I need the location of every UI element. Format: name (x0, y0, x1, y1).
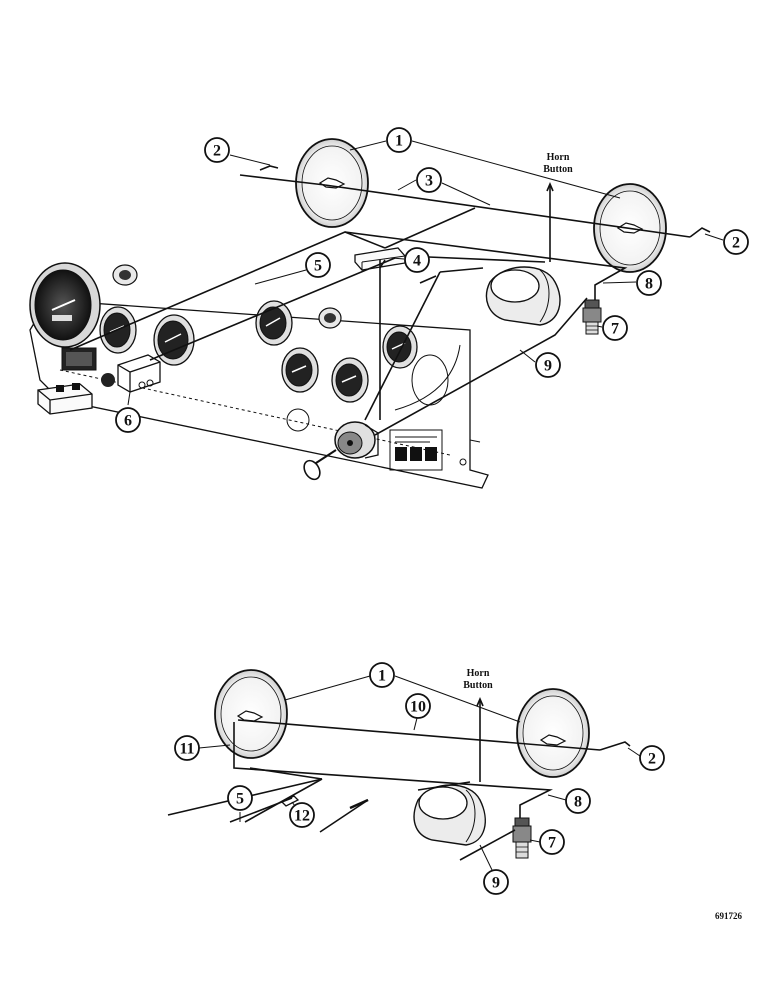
svg-text:7: 7 (611, 321, 619, 338)
horn-label-line2: Button (543, 164, 573, 175)
warning-lamp-1 (112, 264, 138, 286)
top-figure: Horn Button 1 2 2 3 4 5 6 7 8 9 (29, 127, 749, 489)
svg-text:1: 1 (378, 668, 386, 685)
bottom-figure: Horn Button 1 2 5 7 8 9 10 11 12 (167, 662, 665, 895)
svg-text:12: 12 (294, 808, 310, 825)
top-wiring (69, 165, 711, 436)
svg-text:9: 9 (492, 875, 500, 892)
callout-9: 9 (535, 352, 561, 378)
svg-text:2: 2 (648, 751, 656, 768)
callout-8: 8 (636, 270, 662, 296)
top-leader-lines (127, 140, 724, 406)
callout-10: 10 (405, 693, 431, 719)
svg-text:1: 1 (395, 133, 403, 150)
callout-1: 1 (386, 127, 412, 153)
horn-left-bottom (214, 669, 288, 759)
svg-text:3: 3 (425, 173, 433, 190)
horn-button-bottom (413, 784, 486, 846)
svg-text:5: 5 (314, 258, 322, 275)
horn-label-bottom-line1: Horn (467, 668, 490, 679)
callout-2: 2 (639, 745, 665, 771)
svg-text:11: 11 (179, 741, 194, 758)
small-gauge-6 (382, 325, 418, 369)
warning-lamp-2 (318, 307, 342, 329)
callout-6: 6 (115, 407, 141, 433)
callout-7: 7 (602, 315, 628, 341)
speedometer-gauge (29, 262, 101, 348)
horn-switch-sender-bottom (512, 817, 532, 859)
svg-text:2: 2 (213, 143, 221, 160)
battery (37, 383, 93, 415)
svg-text:4: 4 (413, 253, 421, 270)
horn-relay (101, 354, 161, 393)
svg-text:7: 7 (548, 835, 556, 852)
panel-plate-left (61, 347, 97, 371)
small-gauge-4 (281, 347, 319, 393)
callout-5: 5 (305, 252, 331, 278)
callout-1: 1 (369, 662, 395, 688)
callout-8: 8 (565, 788, 591, 814)
horn-label-bottom-line2: Button (463, 680, 493, 691)
bottom-leader-lines (198, 675, 641, 873)
svg-text:8: 8 (645, 276, 653, 293)
callout-3: 3 (416, 167, 442, 193)
ignition-key (303, 449, 337, 481)
callout-12: 12 (289, 802, 315, 828)
small-gauge-2 (153, 314, 195, 366)
svg-text:2: 2 (732, 235, 740, 252)
callout-9: 9 (483, 869, 509, 895)
callout-11: 11 (174, 735, 200, 761)
callout-2: 2 (204, 137, 230, 163)
callout-4: 4 (404, 247, 430, 273)
horn-button (485, 266, 561, 326)
horn-label-line1: Horn (547, 152, 570, 163)
svg-text:8: 8 (574, 794, 582, 811)
svg-text:6: 6 (124, 413, 132, 430)
svg-text:10: 10 (410, 699, 426, 716)
small-gauge-5 (331, 357, 369, 403)
callout-2: 2 (723, 229, 749, 255)
callout-5: 5 (227, 785, 253, 811)
svg-text:5: 5 (236, 791, 244, 808)
callout-7: 7 (539, 829, 565, 855)
catalog-number: 691726 (715, 911, 743, 921)
horn-right-bottom (516, 688, 590, 778)
horn-switch-sender (582, 299, 602, 335)
svg-text:9: 9 (544, 358, 552, 375)
ignition-switch (334, 421, 379, 459)
